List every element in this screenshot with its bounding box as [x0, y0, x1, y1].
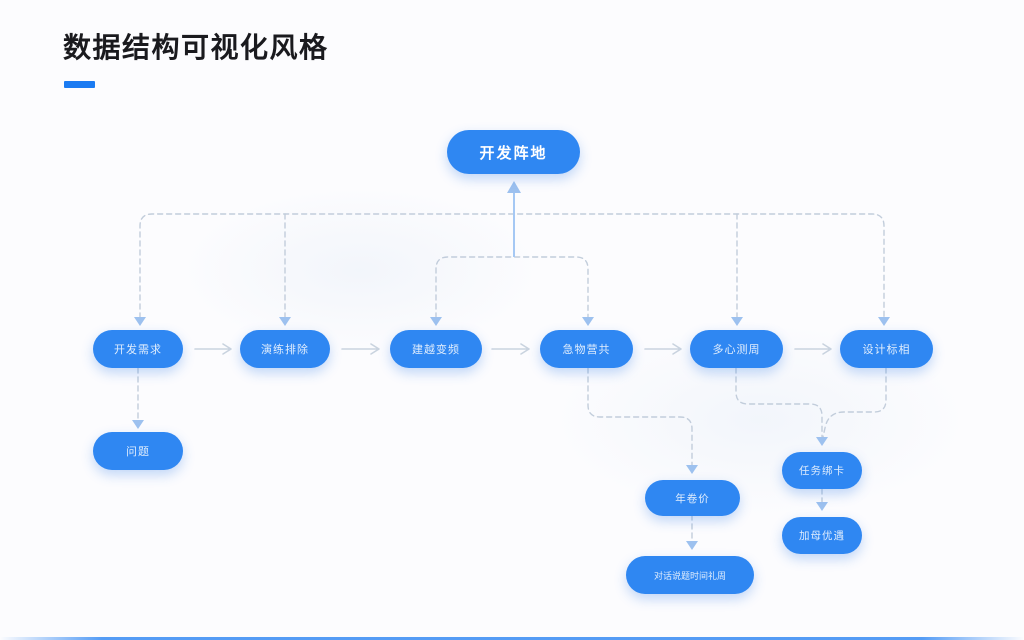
arrow-right-icon: [194, 343, 232, 355]
flow-node-main-3: 建越变频: [390, 330, 482, 368]
arrow-down-icon: [686, 465, 698, 474]
arrow-down-icon: [430, 317, 442, 326]
flow-node-problem: 问题: [93, 432, 183, 470]
arrow-right-icon: [794, 343, 832, 355]
arrow-down-icon: [279, 317, 291, 326]
flow-node-main-2: 演练排除: [240, 330, 330, 368]
arrow-right-icon: [341, 343, 380, 355]
title-accent-bar: [64, 81, 95, 88]
arrow-down-icon: [582, 317, 594, 326]
arrow-down-icon: [816, 437, 828, 446]
flow-node-main-6: 设计标相: [840, 330, 933, 368]
arrow-down-icon: [878, 317, 890, 326]
arrow-down-icon: [731, 317, 743, 326]
flow-node-right-grandchild: 加母优遇: [782, 517, 862, 554]
arrow-up-icon: [507, 181, 521, 193]
arrow-down-icon: [134, 317, 146, 326]
arrow-right-icon: [491, 343, 530, 355]
arrow-down-icon: [686, 541, 698, 550]
flow-node-mid-child: 年卷价: [645, 480, 740, 516]
flow-node-main-4: 急物营共: [540, 330, 633, 368]
arrow-down-icon: [132, 420, 144, 429]
page-title: 数据结构可视化风格: [63, 32, 329, 63]
flow-node-right-child: 任务绑卡: [782, 452, 862, 489]
flow-node-main-5: 多心测周: [690, 330, 783, 368]
flow-node-mid-grandchild: 对话说题时间礼周: [626, 556, 754, 594]
flow-node-main-1: 开发需求: [93, 330, 183, 368]
arrow-down-icon: [816, 502, 828, 511]
arrow-right-icon: [644, 343, 682, 355]
footer-accent-line: [0, 637, 1024, 640]
flow-node-root: 开发阵地: [447, 130, 580, 174]
